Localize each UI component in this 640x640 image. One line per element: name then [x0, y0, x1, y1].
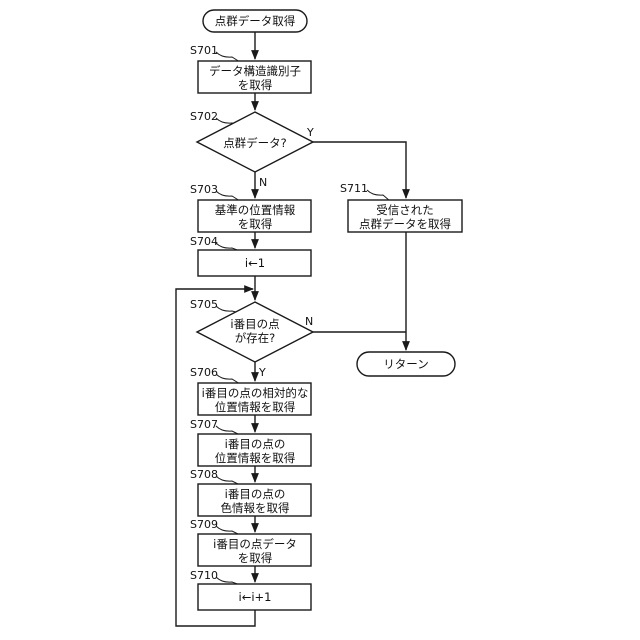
step-label-s701: S701: [190, 44, 218, 57]
step-s701: S701 データ構造識別子 を取得: [190, 44, 311, 93]
step-s704: S704 i←1: [190, 235, 311, 276]
step-text-s701-line1: データ構造識別子: [209, 64, 301, 78]
step-text-s706-line2: 位置情報を取得: [215, 400, 296, 414]
step-text-s711-line2: 点群データを取得: [359, 217, 451, 231]
step-s706: S706 i番目の点の相対的な 位置情報を取得: [190, 366, 311, 415]
step-text-s708-line1: i番目の点の: [225, 487, 286, 501]
step-s709: S709 i番目の点データ を取得: [190, 518, 311, 566]
step-s708: S708 i番目の点の 色情報を取得: [190, 468, 311, 516]
step-s707: S707 i番目の点の 位置情報を取得: [190, 418, 311, 466]
step-text-s707-line2: 位置情報を取得: [215, 451, 296, 465]
step-text-s704: i←1: [245, 256, 265, 270]
branch-label-s702-yes: Y: [306, 126, 314, 139]
step-text-s703-line2: を取得: [238, 217, 273, 231]
step-text-s711-line1: 受信された: [376, 203, 434, 217]
step-text-s701-line2: を取得: [238, 78, 273, 92]
branch-label-s705-no: N: [305, 315, 313, 328]
step-label-s703: S703: [190, 183, 218, 196]
start-text: 点群データ取得: [215, 14, 296, 28]
decision-text-s705-line1: i番目の点: [230, 317, 279, 331]
step-s703: S703 基準の位置情報 を取得: [190, 183, 311, 232]
step-label-s705: S705: [190, 298, 218, 311]
step-label-s709: S709: [190, 518, 218, 531]
step-text-s708-line2: 色情報を取得: [221, 501, 290, 515]
decision-s702: S702 点群データ? Y N: [190, 110, 314, 189]
branch-label-s705-yes: Y: [258, 366, 266, 379]
decision-text-s705-line2: が存在?: [235, 331, 276, 345]
start-terminal: 点群データ取得: [203, 10, 307, 32]
step-label-s708: S708: [190, 468, 218, 481]
step-s711: S711 受信された 点群データを取得: [340, 182, 462, 232]
step-label-s707: S707: [190, 418, 218, 431]
step-text-s710: i←i+1: [239, 590, 272, 604]
step-label-s704: S704: [190, 235, 218, 248]
step-label-s711: S711: [340, 182, 368, 195]
decision-text-s702: 点群データ?: [223, 136, 287, 150]
end-text: リターン: [383, 357, 428, 371]
step-text-s709-line1: i番目の点データ: [213, 537, 297, 551]
step-text-s706-line1: i番目の点の相対的な: [202, 386, 309, 400]
step-label-s702: S702: [190, 110, 218, 123]
step-text-s703-line1: 基準の位置情報: [215, 203, 296, 217]
step-text-s709-line2: を取得: [238, 551, 273, 565]
step-label-s706: S706: [190, 366, 218, 379]
branch-label-s702-no: N: [259, 176, 267, 189]
end-terminal: リターン: [357, 352, 455, 376]
step-s710: S710 i←i+1: [190, 569, 311, 610]
step-label-s710: S710: [190, 569, 218, 582]
step-text-s707-line1: i番目の点の: [225, 437, 286, 451]
